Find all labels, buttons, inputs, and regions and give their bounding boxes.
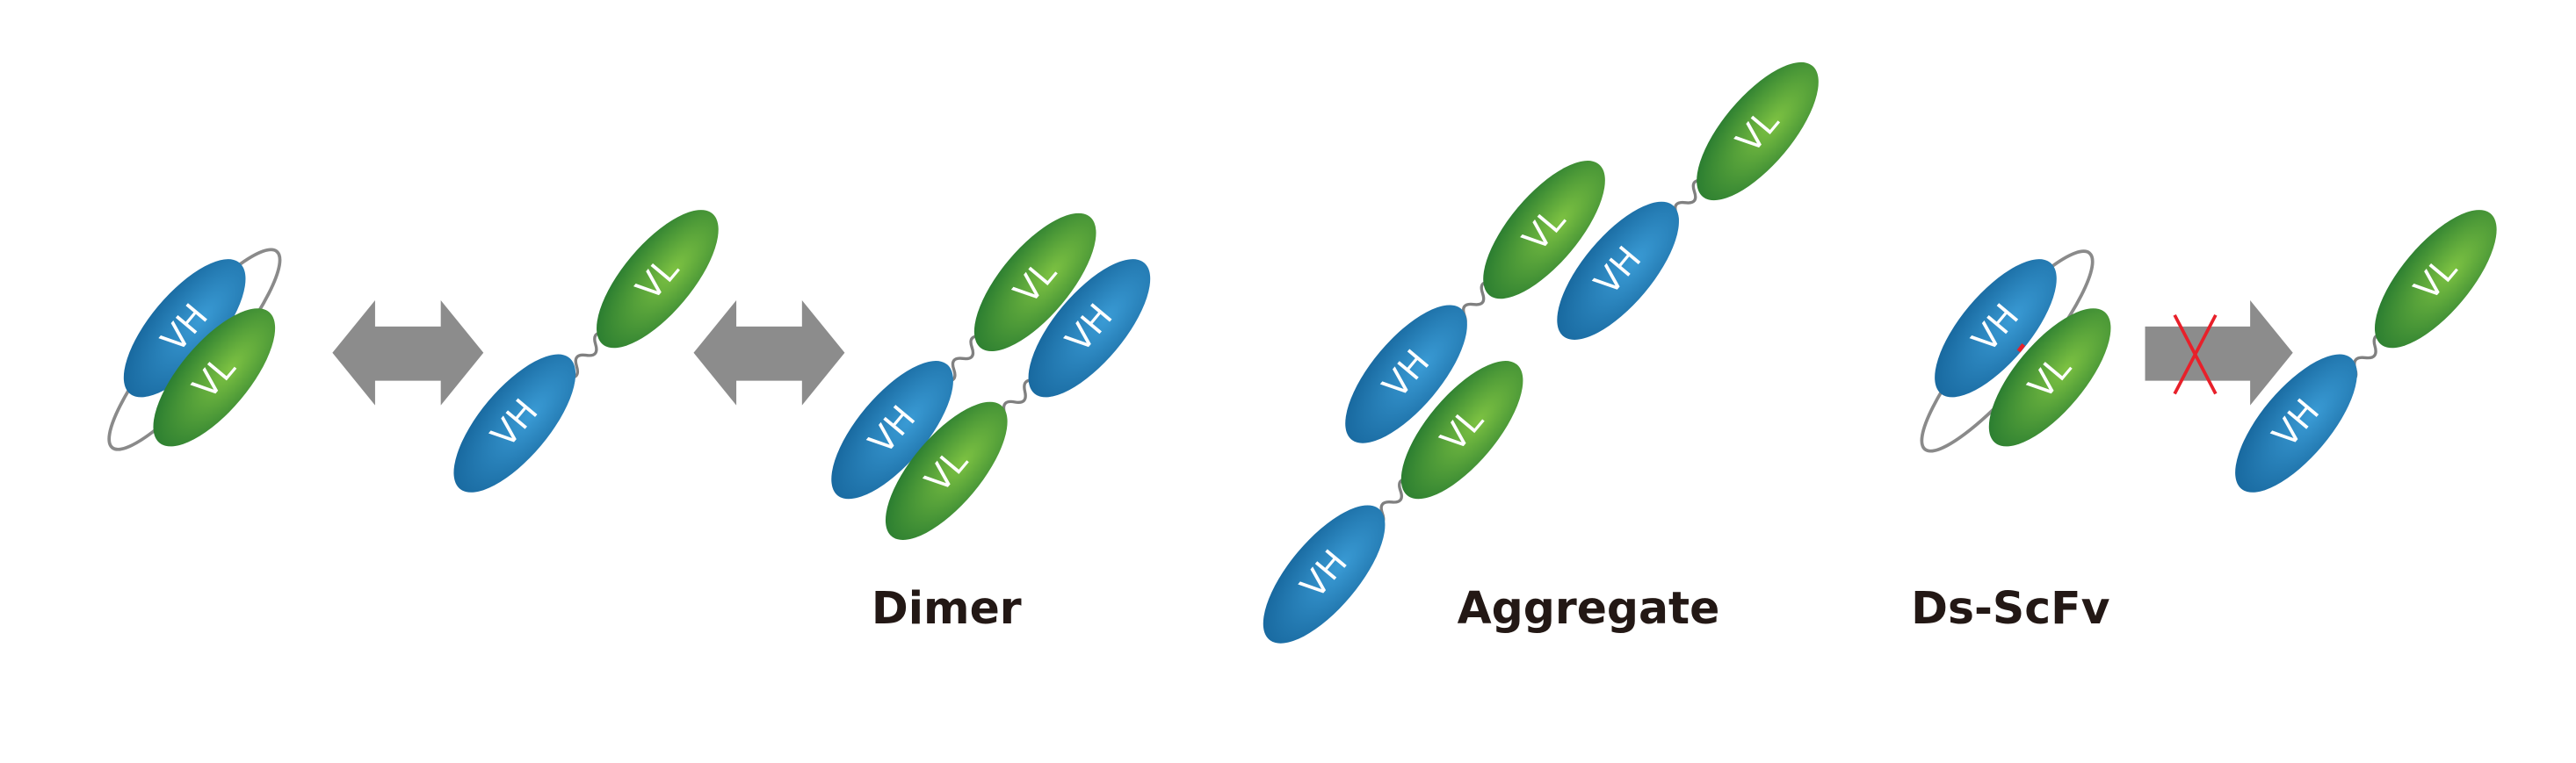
vl-domain: VL — [885, 401, 1008, 540]
blocked-arrow — [2145, 299, 2293, 406]
double-arrow-2 — [693, 299, 845, 406]
vl-ellipse — [885, 401, 1008, 540]
vh-ellipse — [1263, 505, 1386, 644]
vh-ellipse — [2235, 354, 2357, 493]
vh-ellipse — [1557, 201, 1679, 340]
vh-domain: VH — [1028, 259, 1151, 398]
vh-domain: VH — [1935, 259, 2057, 398]
caption-ds-scfv: Ds-ScFv — [1911, 582, 2110, 634]
vl-domain: VL — [597, 210, 719, 349]
vh-ellipse — [1028, 259, 1151, 398]
vl-ellipse — [1988, 308, 2111, 447]
vh-ellipse — [1345, 305, 1467, 443]
vl-domain: VL — [2374, 210, 2497, 349]
vl-domain: VL — [1697, 61, 1819, 201]
vl-ellipse — [1483, 161, 1605, 299]
vh-ellipse — [1935, 259, 2057, 398]
peptide-linker — [944, 335, 981, 383]
caption-dimer: Dimer — [872, 582, 1022, 634]
vl-ellipse — [153, 308, 276, 447]
peptide-linker — [567, 331, 605, 379]
vl-domain: VL — [1400, 361, 1523, 500]
vh-domain: VH — [1263, 505, 1386, 644]
vh-domain: VH — [2235, 354, 2357, 493]
vh-ellipse — [453, 354, 576, 493]
vl-ellipse — [1400, 361, 1523, 500]
vh-domain: VH — [1345, 305, 1467, 443]
vl-ellipse — [597, 210, 719, 349]
caption-aggregate: Aggregate — [1458, 582, 1720, 634]
disulfide-bond-mark — [2016, 343, 2026, 353]
vl-ellipse — [973, 212, 1096, 352]
vl-domain: VL — [1988, 308, 2111, 447]
double-arrow-1 — [332, 299, 484, 406]
vh-domain: VH — [1557, 201, 1679, 340]
vh-ellipse — [831, 361, 953, 500]
cross-icon — [2173, 313, 2218, 395]
vh-domain: VH — [831, 361, 953, 500]
vl-ellipse — [2374, 210, 2497, 349]
vl-ellipse — [1697, 61, 1819, 201]
vl-domain: VL — [1483, 161, 1605, 299]
vl-domain: VL — [153, 308, 276, 447]
vh-ellipse — [123, 259, 246, 398]
vh-domain: VH — [453, 354, 576, 493]
vl-domain: VL — [973, 212, 1096, 352]
